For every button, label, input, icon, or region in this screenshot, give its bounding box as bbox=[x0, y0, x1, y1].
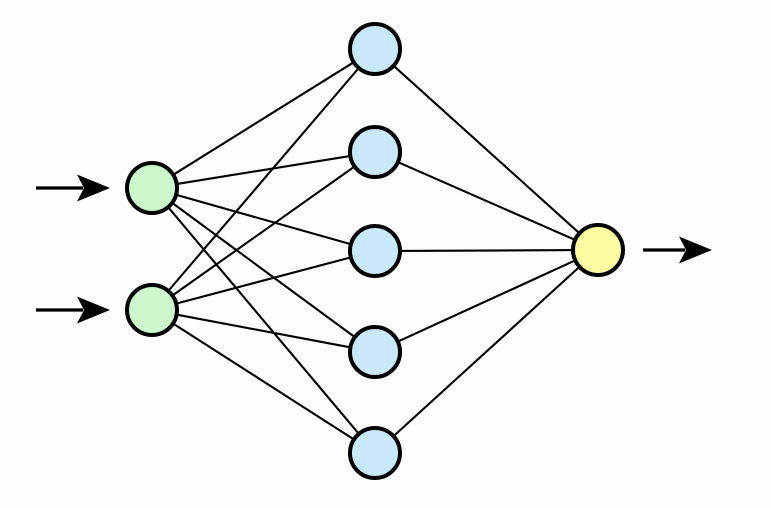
input-arrow-bottom-icon bbox=[36, 296, 110, 324]
edge-h1-o1 bbox=[391, 64, 582, 235]
hidden-node-h5[interactable] bbox=[348, 426, 402, 480]
input-node-i1[interactable] bbox=[125, 161, 179, 215]
input-node-i2[interactable] bbox=[125, 283, 179, 337]
hidden-node-h3[interactable] bbox=[348, 224, 402, 278]
edges-group bbox=[166, 60, 582, 442]
edge-i1-h5 bbox=[166, 205, 361, 436]
edge-i2-h2 bbox=[170, 164, 357, 298]
edge-i1-h2 bbox=[174, 154, 353, 186]
edge-h5-o1 bbox=[391, 265, 582, 438]
edge-i2-h4 bbox=[174, 313, 353, 349]
input-arrow-bottom-head bbox=[77, 296, 110, 324]
edge-i1-h1 bbox=[171, 60, 356, 177]
edge-i1-h3 bbox=[174, 193, 353, 246]
output-arrow-icon bbox=[643, 236, 712, 264]
input-arrow-top-head bbox=[77, 174, 110, 202]
edge-i2-h5 bbox=[171, 321, 356, 442]
input-arrow-top-icon bbox=[36, 174, 110, 202]
edge-h2-o1 bbox=[395, 160, 578, 242]
edge-h3-o1 bbox=[397, 249, 576, 252]
hidden-node-h2[interactable] bbox=[348, 125, 402, 179]
nodes-group bbox=[125, 22, 625, 480]
hidden-node-h4[interactable] bbox=[348, 325, 402, 379]
output-node-o1[interactable] bbox=[571, 223, 625, 277]
arrows-group bbox=[36, 174, 712, 324]
edge-i1-h4 bbox=[170, 201, 357, 339]
edge-i2-h3 bbox=[174, 256, 353, 305]
hidden-node-h1[interactable] bbox=[348, 22, 402, 76]
edge-i2-h1 bbox=[166, 66, 361, 293]
output-arrow-head bbox=[679, 236, 712, 264]
edge-h4-o1 bbox=[395, 258, 578, 344]
